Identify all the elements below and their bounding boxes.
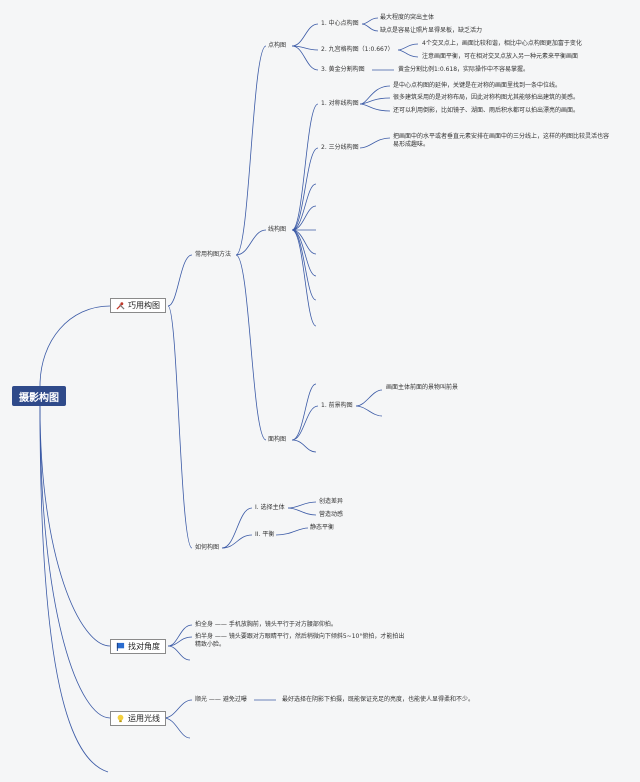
note: 是中心点构图的延伸，关键是在对称的画面里找到一条中位线。 [393,82,562,89]
note: 注意画面平衡，可在相对交叉点放入另一种元素来平衡画面 [422,53,579,60]
node-thirds[interactable]: 2. 三分线构图 [321,144,359,151]
node-label: 顺光 [195,696,208,703]
note: 营造动感 [319,511,344,518]
note: 镜头要跟对方眼睛平行，然后稍微向下倾斜5~10°俯拍，才能拍出精致小脸。 [195,633,405,648]
note: 很多建筑采用的是对称布局，因此对称构图尤其能够拍出建筑的美感。 [393,94,580,101]
node-nine[interactable]: 2. 九宫格构图（1:0.667） [321,46,394,53]
branch-angle[interactable]: 找对角度 [110,639,166,654]
root-topic[interactable]: 摄影构图 [12,386,66,406]
note: 把画面中的水平或者垂直元素安排在画面中的三分线上，这样的构图比较灵活也容易形成趣… [393,133,610,148]
node-foreground[interactable]: 1. 前景构图 [321,402,353,409]
node-point[interactable]: 点构图 [268,42,287,49]
node-front-light[interactable]: 顺光 —— 避免过曝 [195,696,247,703]
note: 最大程度的突出主体 [380,14,435,21]
branch-label: 找对角度 [128,642,160,651]
node-how-to[interactable]: 如何构图 [195,544,220,551]
note: 最好选择在阴影下拍摄，既能保证充足的亮度，也能使人显得柔和不少。 [282,696,475,703]
node-line[interactable]: 线构图 [268,226,287,233]
tools-icon [116,302,125,310]
note: 手机放胸前，镜头平行于对方腰部仰拍。 [228,621,337,628]
node-common-methods[interactable]: 常用构图方法 [195,251,232,258]
node-label: 拍全身 [195,621,214,628]
flag-icon [116,642,125,651]
note: 创造差异 [319,498,344,505]
lightbulb-icon [117,714,124,723]
branch-composition[interactable]: 巧用构图 [110,298,166,313]
note: 缺点是容易让照片显得呆板，缺乏活力 [380,27,483,34]
node-half-body[interactable]: 拍半身 —— 镜头要跟对方眼睛平行，然后稍微向下倾斜5~10°俯拍，才能拍出精致… [195,633,405,648]
note: 静态平衡 [310,524,335,531]
note: 还可以利用倒影，比如镜子、湖面、雨后积水都可以拍出漂亮的画面。 [393,107,580,114]
node-full-body[interactable]: 拍全身 —— 手机放胸前，镜头平行于对方腰部仰拍。 [195,621,337,628]
node-subject[interactable]: I. 选择主体 [255,504,285,511]
branch-label: 巧用构图 [128,301,160,310]
node-golden[interactable]: 3. 黄金分割构图 [321,66,365,73]
node-plane[interactable]: 面构图 [268,436,287,443]
branch-label: 运用光线 [128,714,160,723]
note: 画面主体前面的景物叫前景 [386,384,459,391]
node-center[interactable]: 1. 中心点构图 [321,20,359,27]
node-label: 拍半身 [195,633,214,640]
node-symmetry[interactable]: 1. 对称线构图 [321,100,359,107]
note: 黄金分割比例1:0.618，实际操作中不容易掌握。 [398,66,530,73]
node-balance[interactable]: II. 平衡 [255,531,275,538]
node-label: 避免过曝 [222,696,247,703]
note: 4个交叉点上，画面比较和谐，相比中心点构图更加富于变化 [422,40,582,47]
branch-light[interactable]: 运用光线 [110,711,166,726]
